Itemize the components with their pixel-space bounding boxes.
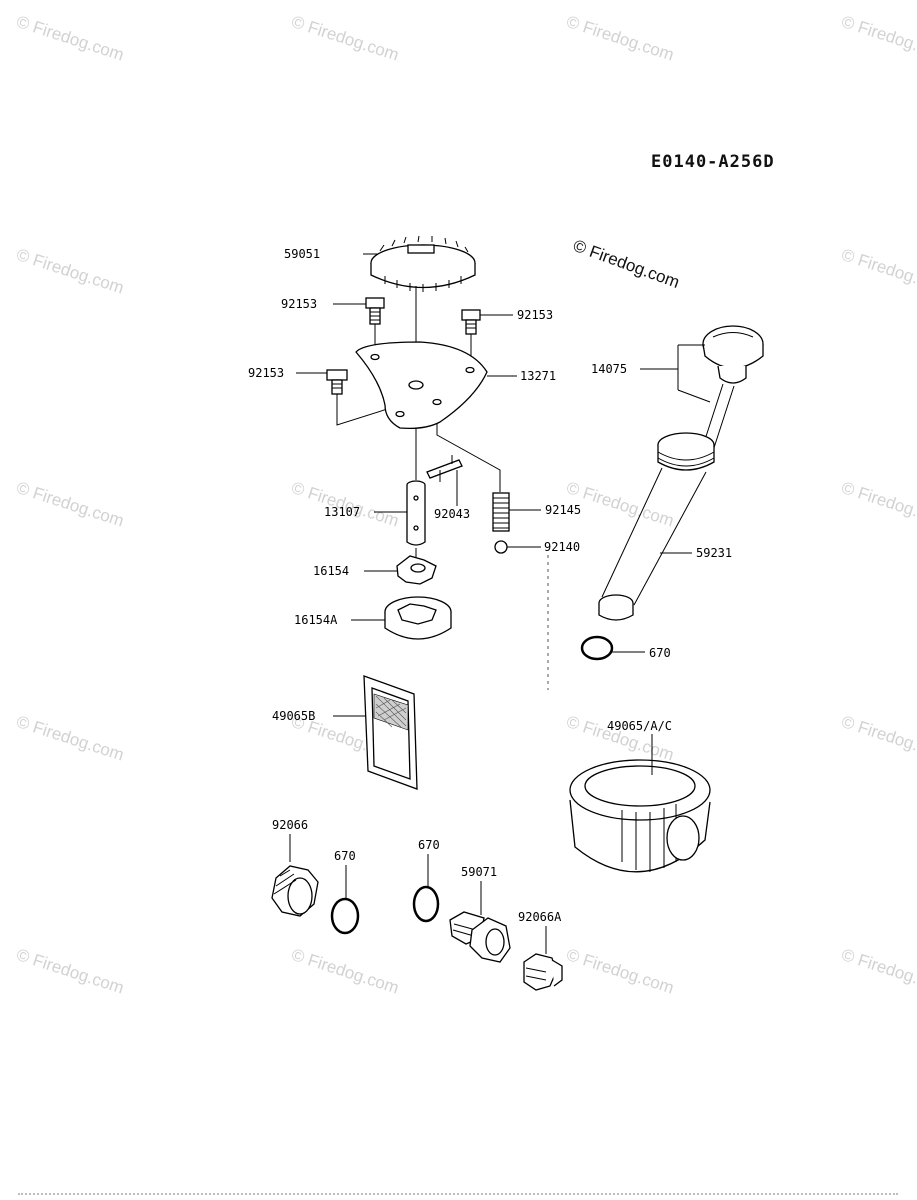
bolt-part [326, 369, 348, 395]
oil-fill-tube-part [598, 432, 715, 621]
diagram-code: E0140-A256D [651, 152, 775, 172]
part-number-92140: 92140 [544, 540, 580, 554]
part-number-670: 670 [334, 849, 356, 863]
ball-part [494, 540, 508, 554]
part-number-92153: 92153 [248, 366, 284, 380]
part-number-59071: 59071 [461, 865, 497, 879]
part-number-92153: 92153 [517, 308, 553, 322]
cover-plate-part [355, 341, 488, 430]
part-number-59231: 59231 [696, 546, 732, 560]
o-ring-part [330, 897, 360, 935]
dipstick-cap-part [699, 325, 764, 458]
oil-screen-part [363, 675, 418, 790]
oil-fitting-part [449, 911, 511, 963]
o-ring-part [412, 885, 440, 923]
part-number-13107: 13107 [324, 505, 360, 519]
part-number-49065-A-C: 49065/A/C [607, 719, 672, 733]
part-number-16154A: 16154A [294, 613, 338, 627]
watermark-large: © Firedog.com [571, 236, 682, 292]
small-plug-part [523, 953, 563, 991]
part-number-670: 670 [649, 646, 671, 660]
bolt-part [461, 309, 481, 335]
part-number-92043: 92043 [434, 507, 470, 521]
part-number-92066: 92066 [272, 818, 308, 832]
part-number-59051: 59051 [284, 247, 320, 261]
part-number-16154: 16154 [313, 564, 349, 578]
part-number-14075: 14075 [591, 362, 627, 376]
drain-plug-part [271, 865, 319, 917]
part-number-49065B: 49065B [272, 709, 315, 723]
pin-part [426, 455, 463, 482]
outer-rotor-part [384, 596, 452, 640]
footer-dotted-rule [18, 1193, 898, 1195]
part-number-670: 670 [418, 838, 440, 852]
part-number-13271: 13271 [520, 369, 556, 383]
o-ring-part [580, 635, 614, 661]
part-number-92153: 92153 [281, 297, 317, 311]
oil-filter-part [569, 759, 711, 873]
spring-part [492, 492, 510, 532]
inner-rotor-part [396, 555, 437, 585]
part-number-92066A: 92066A [518, 910, 562, 924]
gear-part [370, 235, 476, 292]
shaft-part [406, 480, 426, 546]
bolt-part [365, 297, 385, 325]
part-number-92145: 92145 [545, 503, 581, 517]
